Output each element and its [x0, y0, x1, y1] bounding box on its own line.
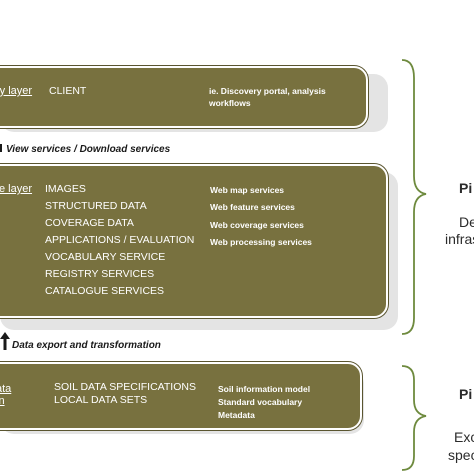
service-layer-notes: Web map services Web feature services We…	[210, 182, 312, 251]
upper-brace-icon	[401, 59, 427, 335]
discovery-item-client: CLIENT	[49, 85, 87, 97]
flow-label-export-transform: Data export and transformation	[12, 340, 161, 351]
service-item: STRUCTURED DATA	[45, 200, 147, 212]
service-item: APPLICATIONS / EVALUATION	[45, 234, 195, 246]
upper-side-title: Pi	[459, 180, 473, 196]
service-item: CATALOGUE SERVICES	[45, 285, 165, 297]
flow-label-view-download: View services / Download services	[6, 144, 171, 155]
service-item: VOCABULARY SERVICE	[45, 251, 166, 263]
service-item: IMAGES	[45, 183, 86, 195]
discovery-layer-panel: ry layer CLIENT ie. Discovery portal, an…	[0, 66, 368, 128]
data-layer-panel: ata in SOIL DATA SPECIFICATIONS LOCAL DA…	[0, 362, 362, 430]
lower-side-desc-line: speci	[448, 447, 474, 463]
service-note: Web feature services	[210, 202, 295, 213]
lower-brace-icon	[401, 365, 427, 471]
data-item: SOIL DATA SPECIFICATIONS	[54, 381, 196, 393]
upper-side-desc-line: De	[459, 214, 474, 230]
service-note: Web processing services	[210, 236, 312, 247]
data-layer-name-line: in	[0, 395, 5, 407]
service-item: REGISTRY SERVICES	[45, 268, 155, 280]
upper-side-desc: De infras	[445, 214, 474, 248]
service-item: COVERAGE DATA	[45, 217, 134, 229]
service-layer-items: IMAGES STRUCTURED DATA COVERAGE DATA APP…	[45, 181, 194, 300]
service-note: Web coverage services	[210, 219, 304, 230]
discovery-layer-note: ie. Discovery portal, analysis workflows	[209, 86, 326, 108]
discovery-layer-items: CLIENT	[49, 83, 86, 100]
data-layer-items: SOIL DATA SPECIFICATIONS LOCAL DATA SETS	[54, 381, 196, 407]
data-layer-name-line: ata	[0, 383, 12, 395]
data-layer-notes: Soil information model Standard vocabula…	[218, 383, 310, 422]
upper-side-desc-line: infras	[445, 231, 474, 247]
lower-side-title: Pi	[459, 386, 473, 402]
flow-arrow-bottom-icon	[0, 332, 10, 350]
lower-side-desc: Exc speci	[448, 428, 474, 464]
lower-side-desc-line: Exc	[454, 429, 474, 445]
data-note: Standard vocabulary	[218, 397, 303, 407]
flow-arrow-top-icon	[0, 144, 2, 152]
service-layer-name: e layer	[0, 183, 33, 195]
data-layer-name: ata in	[0, 383, 11, 407]
discovery-layer-name: ry layer	[0, 85, 33, 97]
data-item: LOCAL DATA SETS	[54, 394, 148, 406]
data-note: Metadata	[218, 410, 255, 420]
data-note: Soil information model	[218, 384, 311, 394]
service-note: Web map services	[210, 185, 285, 195]
service-layer-panel: e layer IMAGES STRUCTURED DATA COVERAGE …	[0, 164, 388, 318]
